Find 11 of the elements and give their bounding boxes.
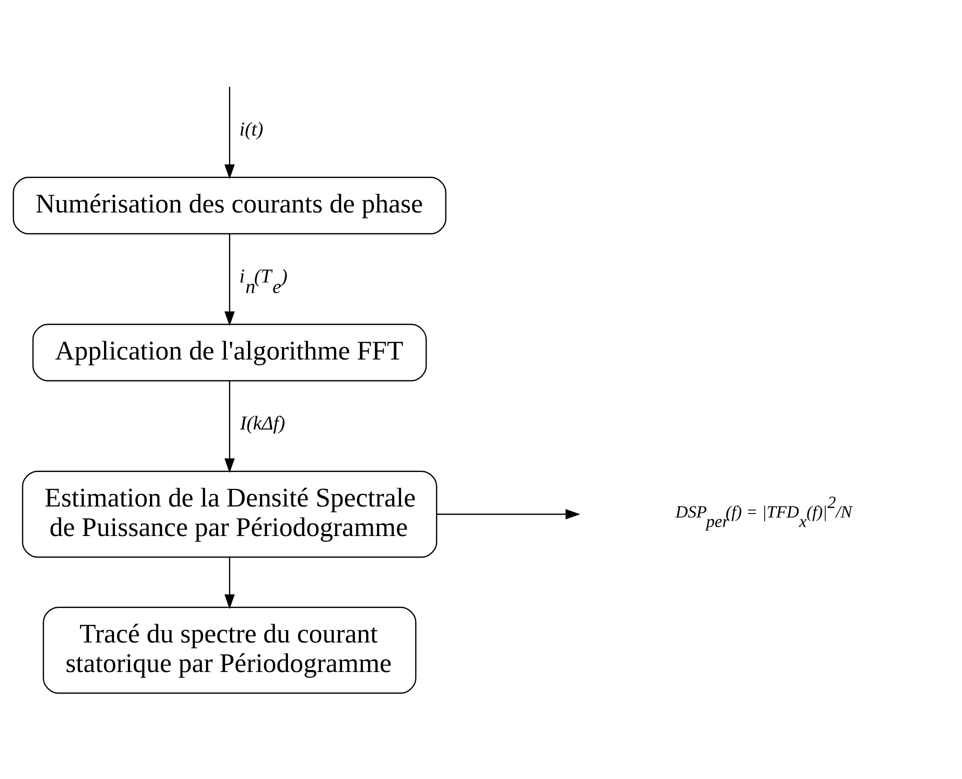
arrow <box>224 557 235 610</box>
node-box: Estimation de la Densité Spectrale de Puissance par Périodogramme <box>22 470 438 558</box>
edge-label: i(t) <box>239 120 264 141</box>
node-box: Numérisation des courants de phase <box>12 176 446 234</box>
edge-label: I(kΔf) <box>240 414 286 435</box>
arrow <box>224 234 235 326</box>
arrow <box>436 509 580 520</box>
node-box: Application de l'algorithme FFT <box>32 324 427 382</box>
arrow <box>224 86 235 180</box>
node-box: Tracé du spectre du courant statorique par Périodogramme <box>42 606 416 694</box>
arrow <box>224 380 235 474</box>
